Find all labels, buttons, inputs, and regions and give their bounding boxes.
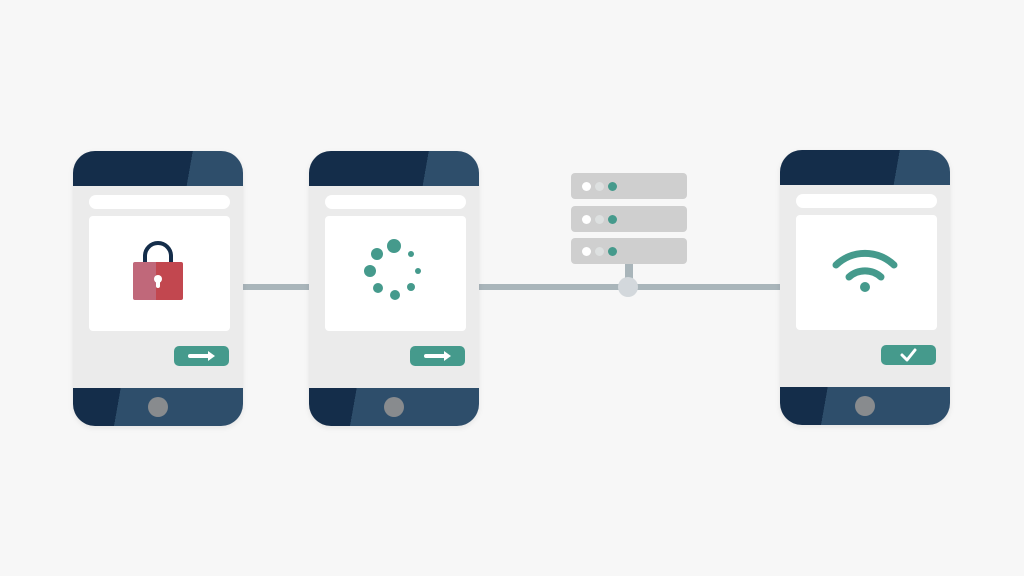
server-unit xyxy=(571,173,687,199)
lock-icon xyxy=(133,241,183,300)
home-button[interactable] xyxy=(148,397,168,417)
server-stem xyxy=(625,262,633,286)
arrow-right-icon xyxy=(424,351,451,361)
content-card xyxy=(796,215,937,330)
home-button[interactable] xyxy=(384,397,404,417)
content-card xyxy=(89,216,230,331)
content-card xyxy=(325,216,466,331)
next-button[interactable] xyxy=(174,346,229,366)
input-bar[interactable] xyxy=(325,195,466,209)
next-button[interactable] xyxy=(410,346,465,366)
server-unit xyxy=(571,238,687,264)
phone-connected xyxy=(780,150,950,425)
phone-loading xyxy=(309,151,479,426)
loading-spinner-icon xyxy=(364,239,421,300)
input-bar[interactable] xyxy=(89,195,230,209)
phone-top-bar xyxy=(73,151,243,186)
phone-locked xyxy=(73,151,243,426)
checkmark-icon xyxy=(900,348,917,362)
server-unit xyxy=(571,206,687,232)
connector-line-1 xyxy=(243,284,309,290)
input-bar[interactable] xyxy=(796,194,937,208)
phone-top-bar xyxy=(309,151,479,186)
confirm-button[interactable] xyxy=(881,345,936,365)
home-button[interactable] xyxy=(855,396,875,416)
server-node xyxy=(618,277,638,297)
arrow-right-icon xyxy=(188,351,215,361)
phone-top-bar xyxy=(780,150,950,185)
wifi-icon xyxy=(832,249,898,292)
